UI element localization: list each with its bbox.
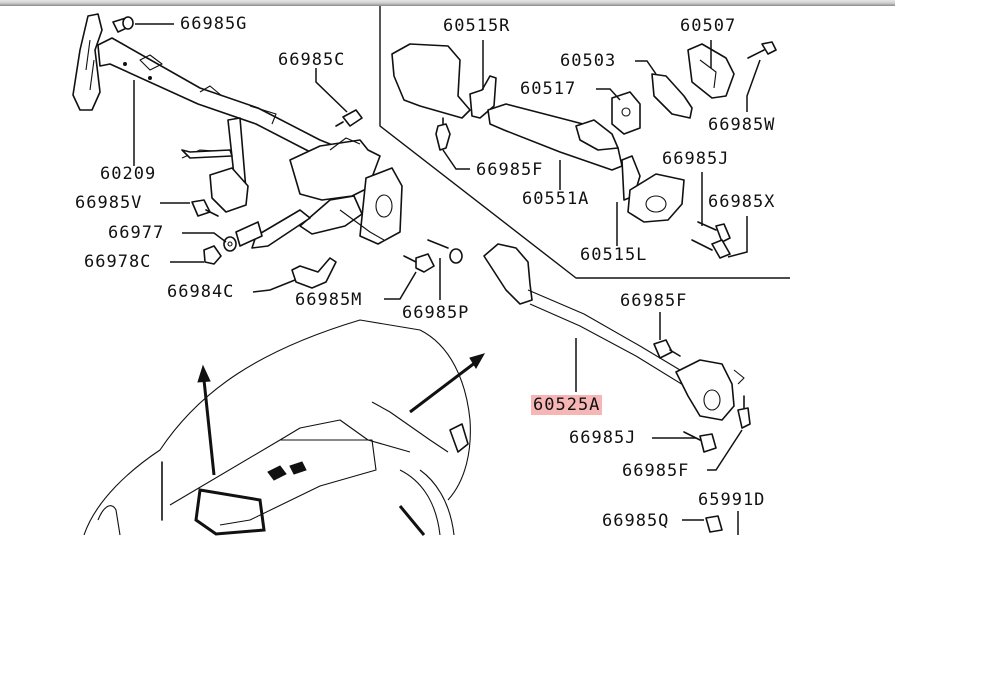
leader-lines xyxy=(133,23,761,535)
part-label-66978C[interactable]: 66978C xyxy=(84,252,152,272)
part-label-66977[interactable]: 66977 xyxy=(108,223,165,243)
part-label-60551A[interactable]: 60551A xyxy=(522,189,590,209)
vehicle-locator-illustration xyxy=(83,319,486,536)
cross-member-60209 xyxy=(72,13,403,249)
part-label-66985C[interactable]: 66985C xyxy=(278,50,346,70)
part-label-60503[interactable]: 60503 xyxy=(560,51,617,71)
part-label-66985W[interactable]: 66985W xyxy=(708,115,776,135)
part-label-66985J-lower[interactable]: 66985J xyxy=(569,428,637,448)
part-label-66985P[interactable]: 66985P xyxy=(402,303,470,323)
fastener-group-left xyxy=(191,109,463,289)
part-label-60517[interactable]: 60517 xyxy=(520,79,577,99)
part-label-66984C[interactable]: 66984C xyxy=(167,282,235,302)
part-label-60209[interactable]: 60209 xyxy=(100,164,157,184)
part-label-66985Q[interactable]: 66985Q xyxy=(602,511,670,531)
part-label-66985F-upper[interactable]: 66985F xyxy=(476,160,544,180)
part-label-60515L[interactable]: 60515L xyxy=(580,245,648,265)
part-label-60515R[interactable]: 60515R xyxy=(443,16,511,36)
inset-frame xyxy=(379,6,790,279)
window-top-bar xyxy=(0,0,895,6)
part-label-66985J-upper[interactable]: 66985J xyxy=(662,149,730,169)
part-label-66985F-brace[interactable]: 66985F xyxy=(620,291,688,311)
part-label-66985M[interactable]: 66985M xyxy=(295,290,363,310)
inset-parts xyxy=(391,41,777,259)
part-label-66985F-lower[interactable]: 66985F xyxy=(622,461,690,481)
part-label-66985G[interactable]: 66985G xyxy=(180,14,248,34)
part-label-66985V[interactable]: 66985V xyxy=(75,193,143,213)
part-label-60525A-highlighted[interactable]: 60525A xyxy=(531,395,603,415)
part-label-66985X[interactable]: 66985X xyxy=(708,192,776,212)
part-label-60507[interactable]: 60507 xyxy=(680,16,737,36)
brace-60525A xyxy=(483,243,751,533)
part-label-65991D[interactable]: 65991D xyxy=(698,490,766,510)
